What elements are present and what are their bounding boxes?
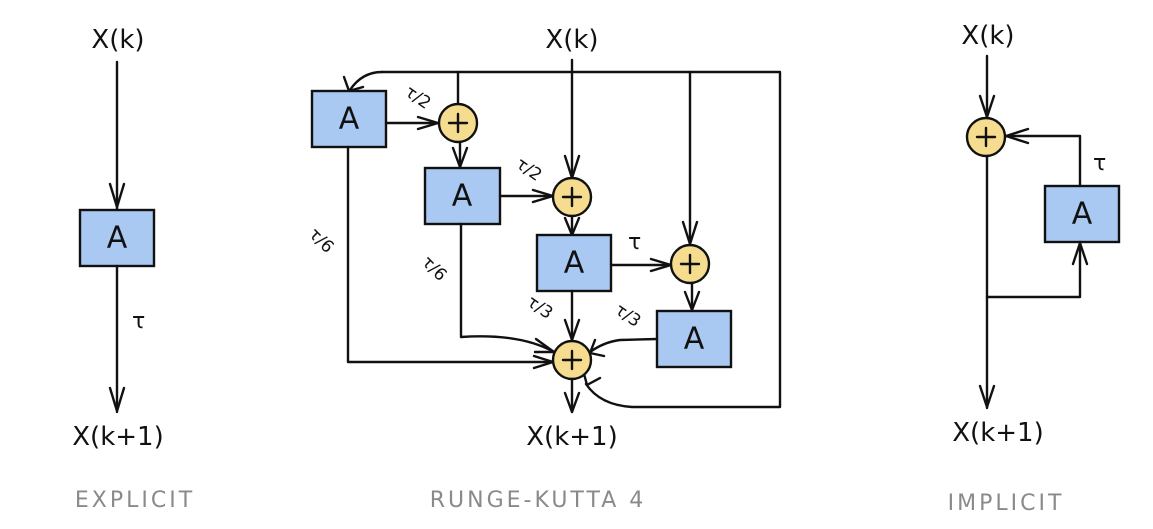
implicit-caption: IMPLICIT — [948, 491, 1065, 516]
arrow-icon — [108, 386, 126, 413]
implicit-gain-label: τ — [1093, 151, 1106, 176]
rk4-k4-to-out — [588, 337, 659, 354]
rk4-block-k1-label: A — [339, 102, 360, 137]
arrow-icon — [978, 384, 996, 409]
rk4-block-k4-label: A — [684, 322, 705, 357]
implicit-feedback-wire — [1004, 134, 1082, 188]
explicit-caption: EXPLICIT — [75, 488, 195, 513]
rk4-block-k3-label: A — [564, 246, 585, 281]
rk4-block-k4 — [655, 309, 733, 369]
rk4-gain-k4-out: τ/3 — [611, 300, 644, 332]
implicit-output-label: X(k+1) — [952, 418, 1043, 448]
rk4-feedback-bus — [380, 70, 782, 409]
rk4-gain-k2-sum2: τ/2 — [512, 154, 545, 186]
explicit-gain-label: τ — [132, 309, 145, 334]
explicit-output-label: X(k+1) — [72, 422, 163, 452]
arrow-icon — [108, 182, 126, 209]
rk4-gain-k1-out: τ/6 — [304, 224, 337, 257]
implicit-diagram: X(k) τ A X(k+1) IMPLICIT — [948, 21, 1121, 516]
implicit-block-a — [1043, 184, 1121, 244]
rk4-output-label: X(k+1) — [526, 422, 617, 452]
rk4-bus-to-k1 — [348, 70, 384, 92]
rk4-block-k3 — [535, 233, 613, 293]
rk4-block-k1 — [310, 89, 388, 149]
rk4-k2-to-out — [459, 222, 556, 354]
explicit-block-a — [78, 208, 156, 268]
implicit-block-a-label: A — [1072, 197, 1093, 232]
arrow-icon — [563, 391, 581, 414]
arrow-icon — [1004, 127, 1030, 145]
rk4-caption: RUNGE-KUTTA 4 — [430, 488, 647, 513]
rk4-block-k2 — [423, 166, 502, 226]
rk4-gain-k3-out: τ/3 — [523, 292, 556, 324]
rk4-gain-k2-out: τ/6 — [417, 252, 450, 285]
explicit-block-a-label: A — [107, 221, 128, 256]
rk4-k1-to-out — [346, 145, 555, 364]
implicit-tap-wire — [985, 240, 1082, 299]
rk4-gain-k1-sum1: τ/2 — [401, 82, 434, 114]
implicit-input-label: X(k) — [961, 21, 1014, 51]
rk4-diagram: X(k) A τ/2 A τ/2 — [304, 25, 782, 513]
rk4-block-k2-label: A — [452, 179, 473, 214]
explicit-input-label: X(k) — [91, 25, 144, 55]
rk4-input-label: X(k) — [545, 25, 598, 55]
explicit-diagram: X(k) A τ X(k+1) EXPLICIT — [72, 25, 195, 513]
arrow-icon — [1071, 241, 1089, 266]
rk4-gain-k3-sum3: τ — [628, 230, 641, 255]
